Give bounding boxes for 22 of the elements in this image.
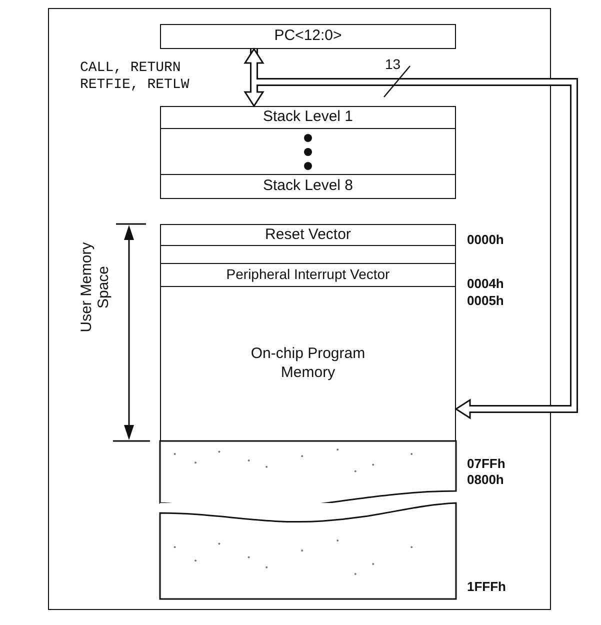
block-label: On-chip Program Memory	[250, 345, 366, 383]
empty-block	[160, 244, 456, 264]
address-label: 0004h	[467, 276, 504, 291]
empty-block	[160, 128, 456, 176]
block-label: Reset Vector	[265, 226, 351, 244]
bus-arrow	[250, 49, 578, 420]
block-label: Peripheral Interrupt Vector	[226, 266, 390, 284]
memory-block	[160, 263, 456, 287]
address-label: 0800h	[467, 472, 504, 487]
address-label: 0005h	[467, 293, 504, 308]
address-label: 0000h	[467, 232, 504, 247]
range-label: User Memory Space	[78, 241, 112, 334]
address-label: 1FFFh	[467, 579, 506, 594]
block-label: Stack Level 1	[262, 108, 354, 127]
bus-width-label: 13	[384, 56, 402, 72]
memory-block	[160, 174, 456, 199]
block-label: PC<12:0>	[274, 27, 342, 46]
block-label: Stack Level 8	[262, 177, 354, 196]
address-label: 07FFh	[467, 456, 506, 471]
bus-arrow	[244, 48, 264, 108]
memory-block	[160, 224, 456, 246]
instruction-note: CALL, RETURN RETFIE, RETLW	[80, 60, 190, 94]
